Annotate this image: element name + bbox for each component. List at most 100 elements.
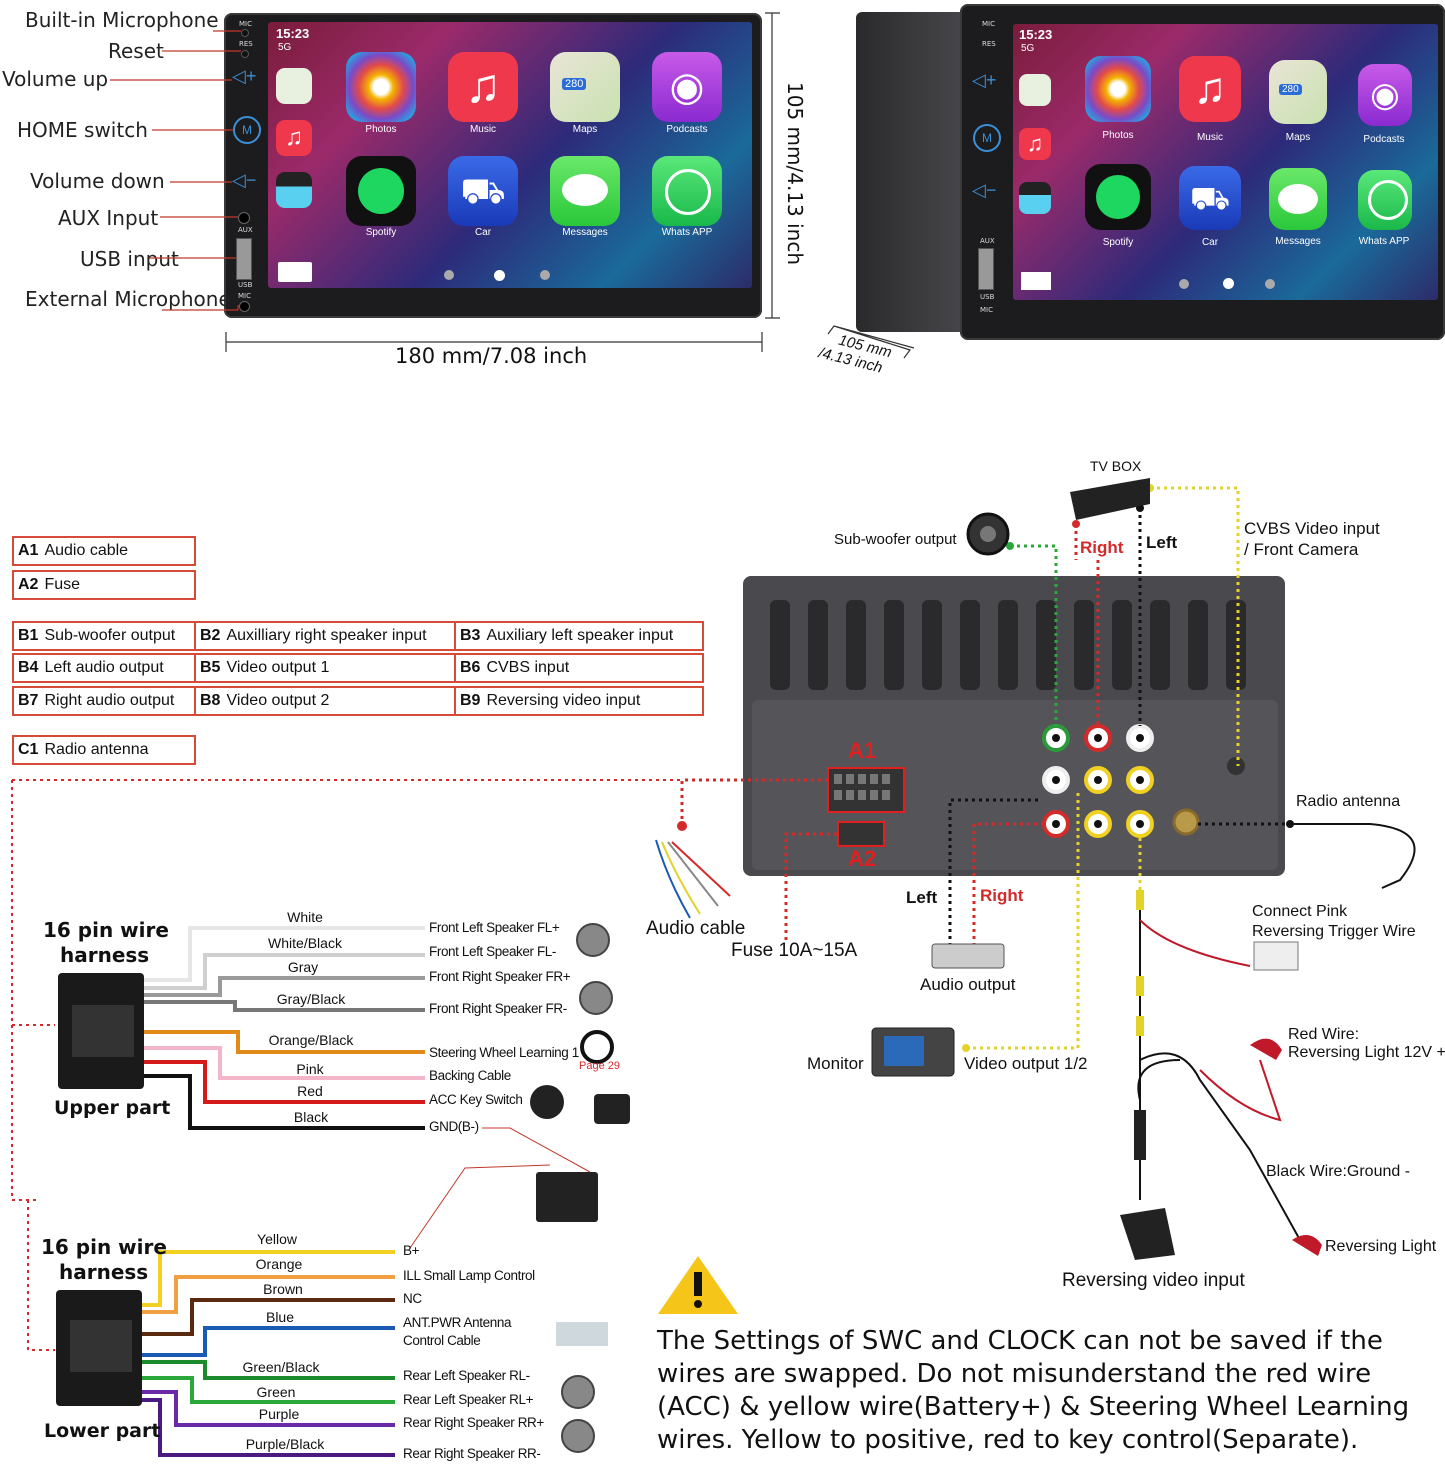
messages-app-icon-2[interactable] xyxy=(1269,168,1327,230)
label-home: HOME switch xyxy=(17,118,148,142)
upper-harness-title-2: harness xyxy=(60,943,150,967)
maps-app-icon[interactable]: 280 xyxy=(550,52,620,122)
whatsapp-app-label-2: Whats APP xyxy=(1358,236,1410,247)
page-dot-1[interactable] xyxy=(444,270,454,280)
ext-mic-mark: MIC xyxy=(238,292,251,300)
photos-app-icon-2[interactable] xyxy=(1085,56,1151,122)
audio-output-icon xyxy=(931,943,1005,969)
a1-label: A1 xyxy=(848,738,877,763)
messages-app-label-2: Messages xyxy=(1275,236,1321,247)
maps-app-label: Maps xyxy=(572,124,598,135)
pink-label-2: Reversing Trigger Wire xyxy=(1252,923,1416,940)
signal-angled: 5G xyxy=(1021,43,1035,54)
rear-panel xyxy=(743,576,1285,876)
maps-app-icon-2[interactable]: 280 xyxy=(1269,60,1327,124)
lower-harness-title-2: harness xyxy=(59,1260,149,1284)
home-button[interactable]: M xyxy=(233,116,261,144)
music-app-icon[interactable]: ♫ xyxy=(448,52,518,122)
upper-wire-dest-6: ACC Key Switch xyxy=(429,1092,523,1107)
upper-wire-color-1: White/Black xyxy=(268,935,342,951)
page-dot-3[interactable] xyxy=(540,270,550,280)
upper-wire-dest-4: Steering Wheel Learning 1 xyxy=(429,1045,579,1060)
upper-wire-dest-2: Front Right Speaker FR+ xyxy=(429,969,571,984)
upper-harness-connector xyxy=(58,973,144,1089)
lower-wire-color-1: Orange xyxy=(255,1256,303,1272)
black-wire-label: Black Wire:Ground - xyxy=(1266,1163,1411,1180)
car-app-icon-2[interactable]: ⛟ xyxy=(1179,166,1241,230)
usb-mark-2: USB xyxy=(980,293,995,301)
lower-wire-dest-0: B+ xyxy=(403,1243,420,1258)
dock-clapper-icon[interactable] xyxy=(276,172,312,208)
podcasts-app-label: Podcasts xyxy=(666,124,708,135)
reset-button[interactable] xyxy=(241,50,249,58)
spotify-app-icon-2[interactable] xyxy=(1085,164,1151,230)
messages-app-icon[interactable] xyxy=(550,156,620,226)
aux-jack[interactable] xyxy=(238,212,250,224)
whatsapp-app-icon[interactable] xyxy=(652,156,722,226)
home-button-2[interactable]: M xyxy=(973,124,1001,152)
photos-app-icon[interactable] xyxy=(346,52,416,122)
ext-mic-jack[interactable] xyxy=(239,301,250,312)
screen-angled: 15:23 5G ♫ Photos ♫ Music 280 Maps ◉ Pod… xyxy=(1013,24,1438,300)
volume-down-icon[interactable]: ◁− xyxy=(232,170,257,190)
upper-wire-color-3: Gray/Black xyxy=(276,991,346,1007)
left-bottom-label: Left xyxy=(906,888,938,907)
dashboard-icon-2[interactable] xyxy=(1021,272,1051,290)
reversing-video-label: Reversing video input xyxy=(1062,1270,1245,1291)
lower-wire-dest-6: Rear Right Speaker RR+ xyxy=(403,1415,544,1430)
label-reset: Reset xyxy=(108,39,164,63)
upper-wire-dest-1: Front Left Speaker FL- xyxy=(429,944,557,959)
page-dot-a2[interactable] xyxy=(1223,278,1234,289)
clock-angled: 15:23 xyxy=(1019,27,1053,42)
lower-harness-title-1: 16 pin wire xyxy=(41,1235,167,1259)
usb-port[interactable] xyxy=(236,238,252,280)
photos-app-label-2: Photos xyxy=(1102,130,1134,141)
lower-wire-dest-4: Rear Left Speaker RL- xyxy=(403,1368,530,1383)
red-wire-label-1: Red Wire: xyxy=(1288,1026,1360,1043)
page-dot-2[interactable] xyxy=(494,270,505,281)
volume-up-icon-2[interactable]: ◁+ xyxy=(972,70,997,90)
whatsapp-app-icon-2[interactable] xyxy=(1358,170,1412,230)
lower-wire-dest-3b: Control Cable xyxy=(403,1333,481,1348)
label-ext-mic: External Microphone xyxy=(25,287,231,311)
label-volume-up: Volume up xyxy=(2,67,109,91)
podcasts-app-icon-2[interactable]: ◉ xyxy=(1358,64,1412,126)
label-usb: USB input xyxy=(80,247,179,271)
red-wire-label-2: Reversing Light 12V + xyxy=(1288,1044,1445,1061)
lower-wire-color-4: Green/Black xyxy=(242,1359,320,1375)
whatsapp-app-label: Whats APP xyxy=(661,227,713,238)
dashboard-icon[interactable] xyxy=(278,262,312,282)
upper-wire-color-5: Pink xyxy=(296,1061,324,1077)
dock-maps-icon-2[interactable] xyxy=(1019,74,1051,106)
cvbs-label-1: CVBS Video input xyxy=(1244,519,1380,538)
tail-light-icon-1 xyxy=(1250,1038,1282,1060)
car-app-icon[interactable]: ⛟ xyxy=(448,156,518,226)
page-dot-a3[interactable] xyxy=(1265,279,1275,289)
steering-wheel-icon xyxy=(580,1030,614,1064)
volume-up-icon[interactable]: ◁+ xyxy=(232,66,257,86)
usb-port-2[interactable] xyxy=(978,248,994,290)
photos-app-label: Photos xyxy=(365,124,397,135)
messages-app-label: Messages xyxy=(562,227,608,238)
volume-down-icon-2[interactable]: ◁− xyxy=(972,180,997,200)
pink-trigger-connector xyxy=(1253,941,1299,971)
upper-wire-dest-3: Front Right Speaker FR- xyxy=(429,1001,567,1016)
chassis xyxy=(856,12,976,332)
dock-music-icon[interactable]: ♫ xyxy=(276,120,312,156)
dock-music-icon-2[interactable]: ♫ xyxy=(1019,128,1051,160)
subwoofer-label: Sub-woofer output xyxy=(834,531,957,548)
upper-wire-color-6: Red xyxy=(297,1083,323,1099)
dock-clapper-icon-2[interactable] xyxy=(1019,182,1051,214)
page-dot-a1[interactable] xyxy=(1179,279,1189,289)
aux-mark-2: AUX xyxy=(980,237,995,245)
music-app-icon-2[interactable]: ♫ xyxy=(1179,56,1241,122)
reversing-light-label: Reversing Light xyxy=(1325,1238,1437,1255)
lower-wire-dest-7: Rear Right Speaker RR- xyxy=(403,1446,541,1461)
spotify-app-icon[interactable] xyxy=(346,156,416,226)
podcasts-app-icon[interactable]: ◉ xyxy=(652,52,722,122)
dock-maps-icon[interactable] xyxy=(276,68,312,104)
